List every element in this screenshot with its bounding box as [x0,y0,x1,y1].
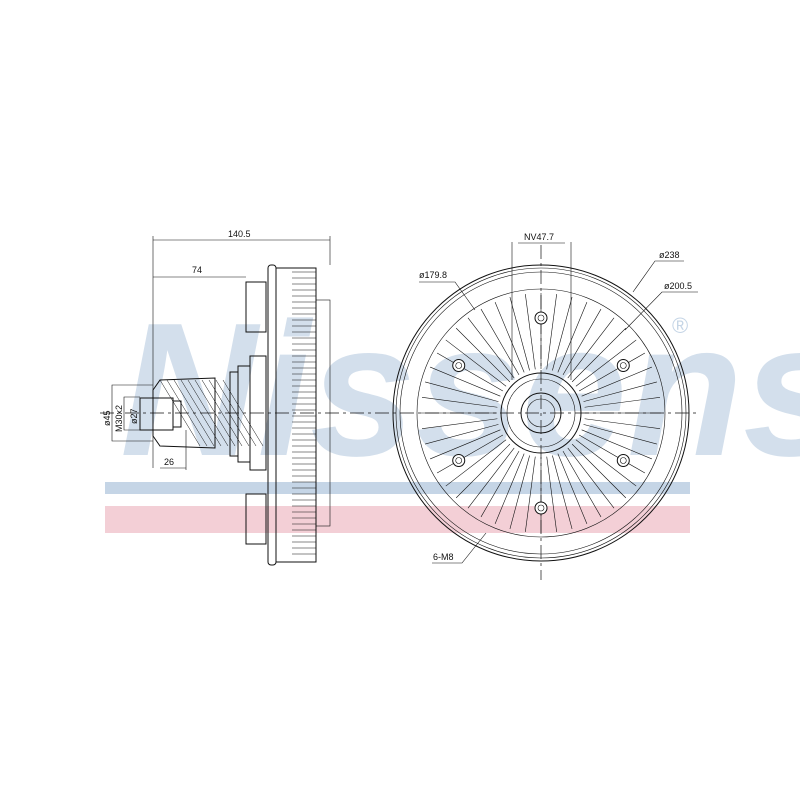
fin-line [584,397,661,408]
hatch-line [166,379,208,447]
watermark-logo: Nissens ® [105,284,800,533]
fin-line [567,317,615,379]
outer-diameter-dimension: ø238 [659,250,680,260]
bolt-hole-inner [455,457,463,464]
fin-line [445,439,507,487]
fin-line [494,453,525,524]
hatch-line [180,379,222,447]
fin-line [575,339,637,387]
fin-line [567,447,615,509]
hatch-line [194,379,236,447]
bolt-hole [452,359,466,372]
fin-line [562,450,602,518]
fin-line [480,450,520,518]
flange-diameter-dimension: ø200.5 [664,281,692,291]
fin-line [445,339,507,387]
housing-fins [292,271,316,555]
watermark-registered: ® [672,313,688,338]
bolt-hole-inner [455,362,463,369]
fin-line [583,424,657,445]
fin-line [581,429,652,460]
bolt-hole [616,359,630,372]
fin-line [525,456,536,533]
bolt-hole-inner [619,362,627,369]
bolt-holes-label: 6-M8 [433,552,454,562]
hatch-line [159,379,201,447]
bolt-hole [534,311,548,325]
fin-line [436,434,504,474]
bore-diameter-dimension: ø27 [129,408,139,424]
fin-line [455,327,511,383]
fin-line [467,447,515,509]
bolt-hole [452,454,466,467]
fin-line [552,455,573,529]
fin-line [552,297,573,371]
fin-line [584,418,661,429]
fin-line [571,327,627,383]
hatch-line [187,379,229,447]
shaft-diameter-dimension: ø45 [102,410,112,426]
watermark-pink-band [105,506,690,533]
bolt-hole-inner [537,504,545,512]
front-view: NV47.7 ø238 ø200.5 ø179.8 6-M8 [392,232,698,564]
fin-line [509,455,530,529]
watermark-blue-band [105,482,690,494]
fin-line [557,453,588,524]
fin-line [430,366,501,397]
overall-length-dimension: 140.5 [228,229,251,239]
bolt-hole [534,501,548,515]
thread-dimension: M30x2 [114,405,124,432]
fin-line [436,352,504,392]
fin-line [421,418,498,429]
bolt-hole-inner [537,314,545,322]
hub-length-dimension: 74 [192,265,202,275]
fin-line [575,439,637,487]
fin-line [581,366,652,397]
fin-line [430,429,501,460]
fin-line [583,381,657,402]
fin-line [467,317,515,379]
fin-line [546,293,557,370]
fin-line [421,397,498,408]
side-view: 140.5 74 26 ø45 M30x2 ø27 [102,229,331,566]
fin-line [455,443,511,499]
hatch-line [208,379,250,447]
fin-line [546,456,557,533]
radial-fins [421,293,661,533]
fin-line [425,424,499,445]
hatch-line [173,379,215,447]
bolt-hole-inner [619,457,627,464]
bolt-holes [452,311,630,515]
fin-line [480,308,520,376]
fin-line [571,443,627,499]
bolt-hole [616,454,630,467]
fin-line [578,434,646,474]
fin-line [562,308,602,376]
hatch-line [201,379,243,447]
fin-line [557,302,588,373]
fin-line [425,381,499,402]
wrench-size-dimension: NV47.7 [524,232,554,242]
thread-depth-dimension: 26 [164,457,174,467]
fin-line [494,302,525,373]
fin-line [525,293,536,370]
bolt-circle-dimension: ø179.8 [419,270,447,280]
fin-line [578,352,646,392]
hatch-line [215,379,257,447]
fin-line [509,297,530,371]
